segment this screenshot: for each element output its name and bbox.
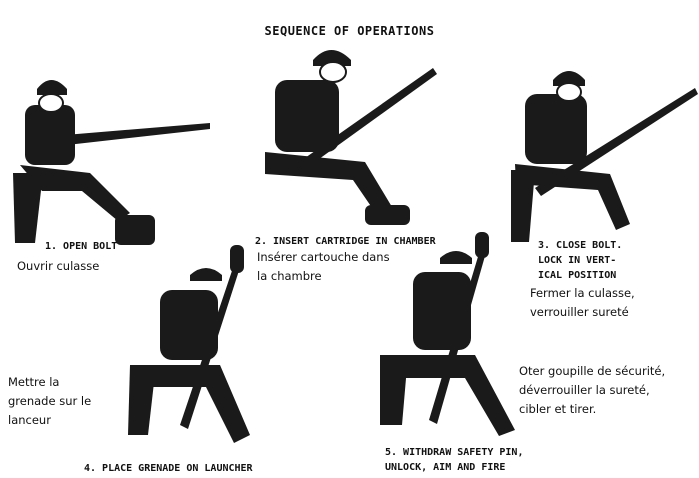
step-5-french: Oter goupille de sécurité, déverrouiller… — [519, 364, 666, 416]
soldier-figure-insert-cartridge — [265, 50, 437, 225]
diagram-title: SEQUENCE OF OPERATIONS — [264, 24, 435, 38]
soldier-figure-close-bolt — [511, 71, 698, 242]
step-1-french: Ouvrir culasse — [17, 259, 100, 273]
step-2-french: Insérer cartouche dans la chambre — [257, 250, 390, 283]
step-4-caption: 4. PLACE GRENADE ON LAUNCHER — [84, 463, 253, 474]
soldier-figure-place-grenade — [128, 245, 250, 443]
step-1-caption: 1. OPEN BOLT — [45, 241, 118, 252]
step-4-french: Mettre la grenade sur le lanceur — [8, 375, 92, 427]
step-5-caption: 5. WITHDRAW SAFETY PIN, UNLOCK, AIM AND … — [385, 447, 524, 473]
step-2-caption: 2. INSERT CARTRIDGE IN CHAMBER — [255, 236, 436, 247]
soldier-figure-withdraw-pin — [380, 232, 515, 436]
step-3-caption: 3. CLOSE BOLT. LOCK IN VERT- ICAL POSITI… — [538, 240, 623, 281]
soldier-figure-open-bolt — [13, 80, 210, 245]
step-3-french: Fermer la culasse, verrouiller sureté — [530, 286, 635, 319]
